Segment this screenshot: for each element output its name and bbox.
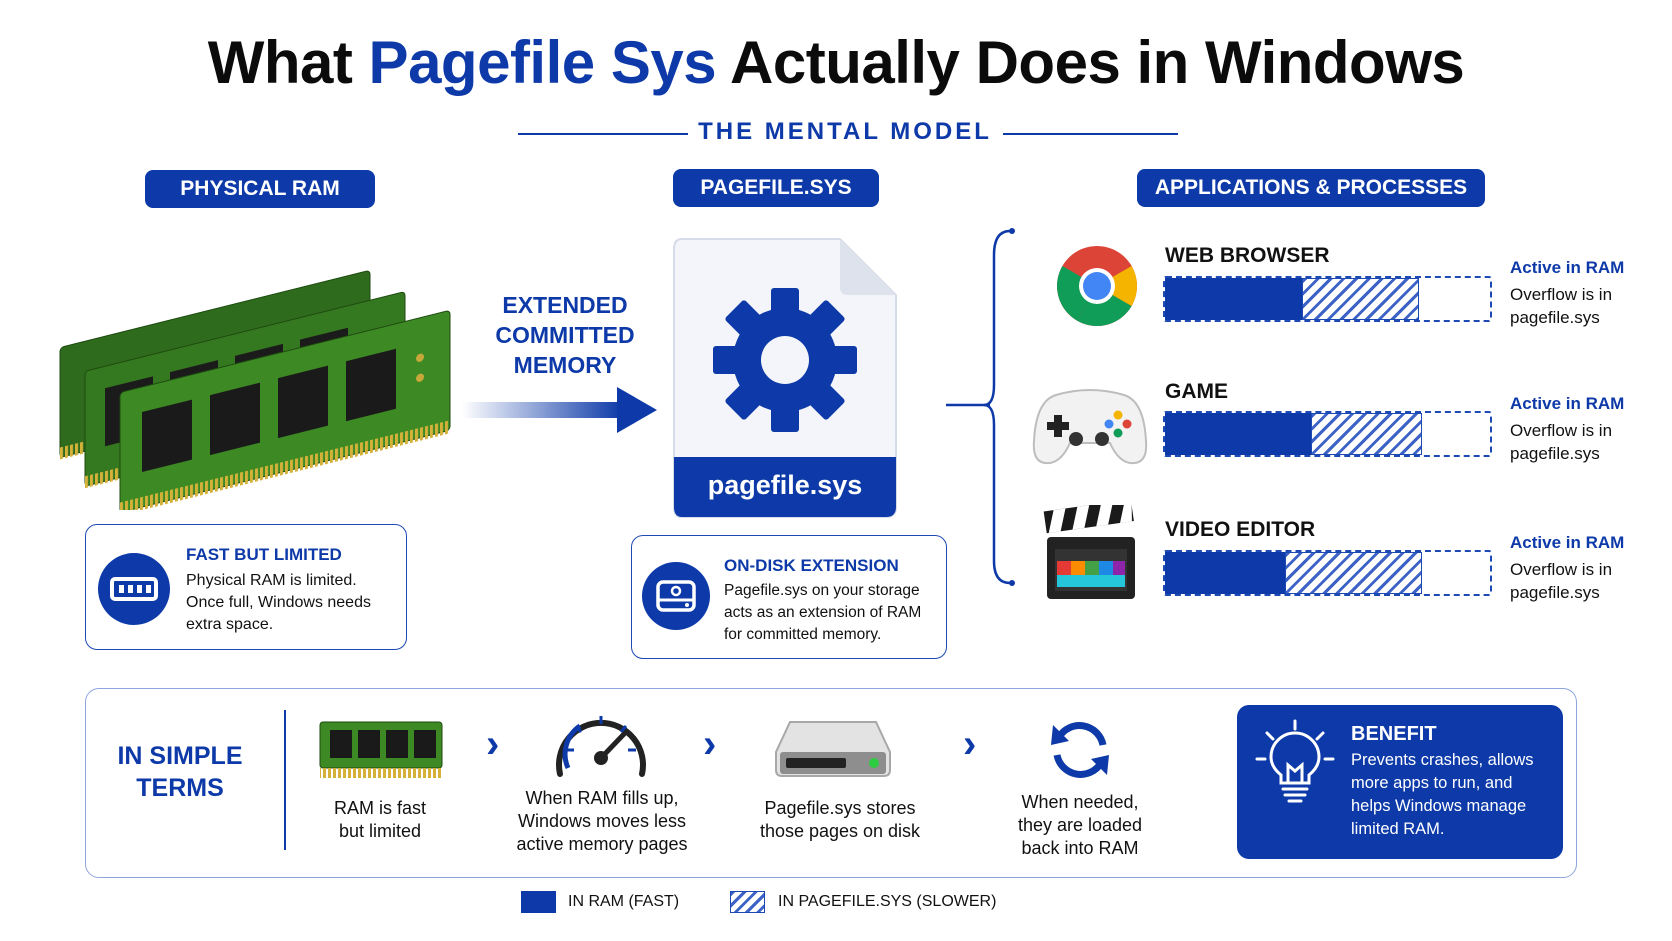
ram-info-line: extra space. xyxy=(186,616,274,633)
step-gauge-text: When RAM fills up, Windows moves less ac… xyxy=(502,787,702,856)
step-line: back into RAM xyxy=(1021,838,1139,858)
step-line: RAM is fast xyxy=(333,798,426,818)
arrow-label-line2: COMMITTED xyxy=(495,322,635,348)
benefit-title: BENEFIT xyxy=(1351,723,1437,745)
panel-divider xyxy=(284,710,286,850)
disk-info-line: Pagefile.sys on your storage xyxy=(724,582,920,599)
pill-pagefile: PAGEFILE.SYS xyxy=(673,169,879,207)
overflow-line: pagefile.sys xyxy=(1510,444,1600,463)
hard-drive-icon xyxy=(775,721,891,777)
subtitle-rule-right xyxy=(1003,133,1178,135)
chevron-right-icon: › xyxy=(703,722,717,766)
subtitle-rule-left xyxy=(518,133,688,135)
overflow-line: Overflow is in xyxy=(1510,560,1613,579)
pill-physical-ram: PHYSICAL RAM xyxy=(145,170,375,208)
step-disk-text: Pagefile.sys stores those pages on disk xyxy=(740,797,940,843)
active-label: Active in RAM xyxy=(1510,258,1625,277)
overflow-line: Overflow is in xyxy=(1510,421,1613,440)
bar-pagefile-segment xyxy=(1285,552,1422,594)
title-part1: What xyxy=(207,29,369,96)
step-line: active memory pages xyxy=(516,834,688,854)
refresh-icon xyxy=(1051,722,1109,778)
chevron-right-icon: › xyxy=(486,722,500,766)
disk-info-title: ON-DISK EXTENSION xyxy=(724,556,899,575)
step-line: Pagefile.sys stores xyxy=(764,798,916,818)
step-ram-text: RAM is fast but limited xyxy=(300,797,460,843)
page-title: What Pagefile Sys Actually Does in Windo… xyxy=(0,28,1672,97)
brace-connector xyxy=(946,228,1015,586)
app-name-video-editor: VIDEO EDITOR xyxy=(1165,518,1316,541)
ram-info-line: Once full, Windows needs xyxy=(186,594,371,611)
benefit-line: helps Windows manage xyxy=(1351,797,1527,815)
gauge-icon xyxy=(556,716,646,777)
bar-ram-segment xyxy=(1165,278,1302,320)
simple-terms-heading: IN SIMPLE TERMS xyxy=(110,740,250,804)
lightbulb-icon xyxy=(1255,719,1335,803)
overflow-line: pagefile.sys xyxy=(1510,583,1600,602)
disk-info-box: ON-DISK EXTENSION Pagefile.sys on your s… xyxy=(631,535,947,659)
legend-pagefile-swatch xyxy=(730,891,765,913)
subtitle-row: THE MENTAL MODEL xyxy=(0,118,1672,148)
gamepad-icon xyxy=(1032,381,1148,472)
active-label: Active in RAM xyxy=(1510,394,1625,413)
arrow-label-line3: MEMORY xyxy=(513,352,617,378)
disk-info-line: acts as an extension of RAM xyxy=(724,604,922,621)
step-line: those pages on disk xyxy=(759,821,921,841)
step-line: When RAM fills up, xyxy=(525,788,679,808)
legend-ram-swatch xyxy=(521,891,556,913)
legend-ram-label: IN RAM (FAST) xyxy=(568,893,680,910)
benefit-line: limited RAM. xyxy=(1351,820,1445,838)
pagefile-document-icon xyxy=(673,238,897,518)
disk-drive-icon xyxy=(642,562,710,630)
benefit-line: Prevents crashes, allows xyxy=(1351,751,1534,769)
legend-pagefile-label: IN PAGEFILE.SYS (SLOWER) xyxy=(778,893,997,910)
step-line: but limited xyxy=(338,821,422,841)
pagefile-label: pagefile.sys xyxy=(707,470,863,500)
step-reload-text: When needed, they are loaded back into R… xyxy=(1000,791,1160,860)
step-line: Windows moves less xyxy=(517,811,687,831)
active-label: Active in RAM xyxy=(1510,533,1625,552)
bar-pagefile-segment xyxy=(1301,278,1419,320)
overflow-label: Overflow is in pagefile.sys xyxy=(1510,419,1612,465)
pill-applications: APPLICATIONS & PROCESSES xyxy=(1137,169,1485,207)
usage-bar-web-browser xyxy=(1163,276,1492,322)
overflow-label: Overflow is in pagefile.sys xyxy=(1510,558,1612,604)
simple-terms-heading-line: IN SIMPLE xyxy=(117,742,243,770)
ram-info-text: Physical RAM is limited. Once full, Wind… xyxy=(186,570,371,636)
app-name-web-browser: WEB BROWSER xyxy=(1165,244,1330,267)
overflow-line: pagefile.sys xyxy=(1510,308,1600,327)
overflow-label: Overflow is in pagefile.sys xyxy=(1510,283,1612,329)
arrow-label: EXTENDED COMMITTED MEMORY xyxy=(470,290,660,380)
chrome-icon xyxy=(1055,244,1139,333)
right-arrow-icon xyxy=(462,387,657,433)
title-accent: Pagefile Sys xyxy=(368,29,717,96)
step-line: When needed, xyxy=(1021,792,1139,812)
subtitle: THE MENTAL MODEL xyxy=(698,118,992,145)
benefit-text: Prevents crashes, allows more apps to ru… xyxy=(1351,749,1534,841)
benefit-line: more apps to run, and xyxy=(1351,774,1513,792)
ram-module-icon xyxy=(98,553,170,625)
ram-info-line: Physical RAM is limited. xyxy=(186,572,357,589)
clapperboard-icon xyxy=(1043,499,1139,608)
ram-stick-icon xyxy=(319,721,443,778)
disk-info-text: Pagefile.sys on your storage acts as an … xyxy=(724,580,921,646)
title-part2: Actually Does in Windows xyxy=(716,29,1465,96)
ram-info-box: FAST BUT LIMITED Physical RAM is limited… xyxy=(85,524,407,650)
app-name-game: GAME xyxy=(1165,380,1228,403)
usage-bar-game xyxy=(1163,411,1492,457)
disk-info-line: for committed memory. xyxy=(724,626,882,643)
benefit-box: BENEFIT Prevents crashes, allows more ap… xyxy=(1237,705,1563,859)
arrow-label-line1: EXTENDED xyxy=(502,292,628,318)
bar-ram-segment xyxy=(1165,413,1312,455)
ram-sticks-illustration xyxy=(59,270,451,510)
bar-ram-segment xyxy=(1165,552,1286,594)
ram-info-title: FAST BUT LIMITED xyxy=(186,545,342,564)
overflow-line: Overflow is in xyxy=(1510,285,1613,304)
step-line: they are loaded xyxy=(1017,815,1143,835)
usage-bar-video-editor xyxy=(1163,550,1492,596)
simple-terms-heading-line: TERMS xyxy=(136,774,224,802)
chevron-right-icon: › xyxy=(963,722,977,766)
bar-pagefile-segment xyxy=(1311,413,1422,455)
